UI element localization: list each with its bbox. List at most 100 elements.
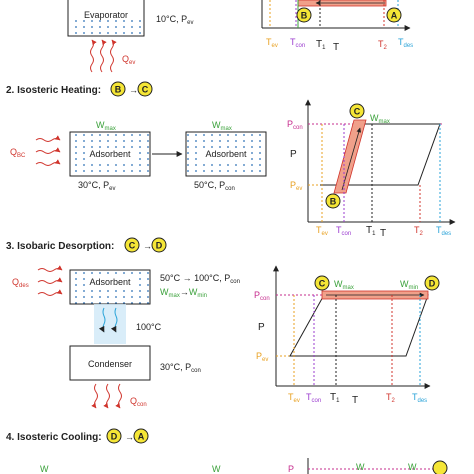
chart1-point-b (296, 7, 312, 23)
section2-badge-to (137, 81, 153, 97)
chart2-t-axis: T (380, 228, 386, 239)
section2-w1: Wmax (96, 120, 116, 132)
svg-text:D: D (429, 279, 436, 289)
svg-text:C: C (129, 241, 136, 251)
chart3-wmax: Wmax (334, 279, 354, 291)
chart1-tev: Tev (266, 37, 278, 49)
svg-text:C: C (319, 279, 326, 289)
chart3-t-axis: T (352, 395, 358, 406)
section4-badge-from (106, 428, 122, 444)
chart1-t-axis: T (333, 42, 339, 53)
section3-vapor-temp: 100°C (136, 322, 162, 332)
chart2-t1: T1 (366, 225, 376, 237)
chart2-point-c (349, 103, 365, 119)
chart1-point-a (386, 7, 402, 23)
chart2-pev: Pev (290, 180, 302, 192)
chart2-process-arrow (341, 127, 362, 191)
chart-2: P Pcon Pev C Wmax B Tev Tcon T1 T T2 (287, 99, 456, 239)
condenser-box (69, 345, 151, 381)
svg-text:C: C (354, 107, 361, 117)
section3-title: 3. Isobaric Desorption: (6, 241, 114, 252)
q-bc-label: QBC (10, 147, 26, 159)
chart4-w1: W (356, 462, 365, 472)
section3-badge-to (151, 237, 167, 253)
section4-badge-to (133, 428, 149, 444)
chart2-process-band (333, 119, 367, 194)
section2-cond1: 30°C, Pev (78, 180, 115, 192)
chart2-t2: T2 (414, 225, 424, 237)
chart2-cycle (320, 123, 441, 186)
section-4: 4. Isosteric Cooling: D → A W W P W W (6, 428, 448, 474)
svg-text:B: B (330, 197, 337, 207)
chart2-pcon: Pcon (287, 119, 303, 131)
section2-badge-from (110, 81, 126, 97)
chart3-pev: Pev (256, 351, 268, 363)
evaporator-temp: 10°C, Pev (156, 14, 193, 26)
evaporator-heat-arrows (90, 39, 117, 73)
condenser-temp: 30°C, Pcon (160, 362, 201, 374)
svg-text:A: A (138, 432, 145, 442)
svg-text:B: B (115, 85, 122, 95)
evaporator-label: Evaporator (84, 10, 128, 20)
chart3-t1: T1 (330, 392, 340, 404)
chart2-wmax: Wmax (370, 113, 390, 125)
evaporator-liquid (70, 20, 142, 34)
section-1: Evaporator 10°C, Pev Qev B A Tev Tcon (67, 0, 413, 73)
section3-line1: 50°C → 100°C, Pcon (160, 273, 240, 285)
chart-3: P Pcon Pev C Wmax Wmin D Tev Tcon T1 T T… (254, 265, 440, 406)
section4-arrow: → (125, 432, 134, 442)
chart3-point-d (424, 275, 440, 291)
condenser-heat-arrows (91, 383, 122, 409)
section3-heat-arrows (37, 265, 63, 296)
section3-adsorbent-label: Adsorbent (89, 277, 131, 287)
chart4-point-d (432, 460, 448, 474)
chart4-w2: W (408, 462, 417, 472)
svg-text:A: A (391, 11, 398, 21)
section2-heat-arrows (35, 135, 61, 166)
section3-badge-from (124, 237, 140, 253)
chart1-tcon: Tcon (290, 37, 305, 49)
q-des-label: Qdes (12, 277, 29, 289)
chart2-tcon: Tcon (336, 225, 351, 237)
q-con-label: Qcon (130, 396, 147, 408)
section2-w2: Wmax (212, 120, 232, 132)
section2-adsorbent-label-1: Adsorbent (89, 149, 131, 159)
chart3-wmin: Wmin (400, 279, 418, 291)
section4-w-mid: W (212, 464, 221, 474)
section-3: 3. Isobaric Desorption: C → D Qdes Adsor… (6, 237, 440, 409)
chart3-tdes: Tdes (412, 392, 427, 404)
svg-text:D: D (111, 432, 118, 442)
chart3-pcon: Pcon (254, 290, 270, 302)
chart3-tcon: Tcon (306, 392, 321, 404)
section4-w-left: W (40, 464, 49, 474)
section2-arrow: → (129, 85, 138, 95)
section3-vapor-flow (94, 304, 126, 344)
q-ev-label: Qev (122, 54, 135, 66)
svg-text:B: B (301, 11, 308, 21)
section2-title: 2. Isosteric Heating: (6, 85, 101, 96)
chart3-y-label: P (258, 322, 265, 333)
condenser-label: Condenser (88, 359, 132, 369)
chart3-tev: Tev (288, 392, 300, 404)
chart1-tdes: Tdes (398, 37, 413, 49)
chart1-t2: T2 (378, 39, 388, 51)
section3-line2: Wmax→Wmin (160, 287, 207, 299)
chart2-y-label: P (290, 149, 297, 160)
chart4-p: P (288, 464, 294, 474)
chart3-t2: T2 (386, 392, 396, 404)
chart2-point-b (325, 193, 341, 209)
section3-arrow: → (143, 241, 152, 251)
section3-vapor-arrows (98, 307, 118, 333)
section-2: 2. Isosteric Heating: B → C QBC Wmax Ads… (6, 81, 456, 239)
chart3-cycle (289, 294, 429, 357)
chart-1: B A Tev Tcon T1 T T2 Tdes (261, 0, 413, 53)
chart2-tdes: Tdes (436, 225, 451, 237)
section2-cond2: 50°C, Pcon (194, 180, 235, 192)
section4-title: 4. Isosteric Cooling: (6, 432, 102, 443)
chart1-t1: T1 (316, 39, 326, 51)
chart2-tev: Tev (316, 225, 328, 237)
section2-adsorbent-label-2: Adsorbent (205, 149, 247, 159)
chart3-point-c (314, 275, 330, 291)
svg-text:D: D (156, 241, 163, 251)
